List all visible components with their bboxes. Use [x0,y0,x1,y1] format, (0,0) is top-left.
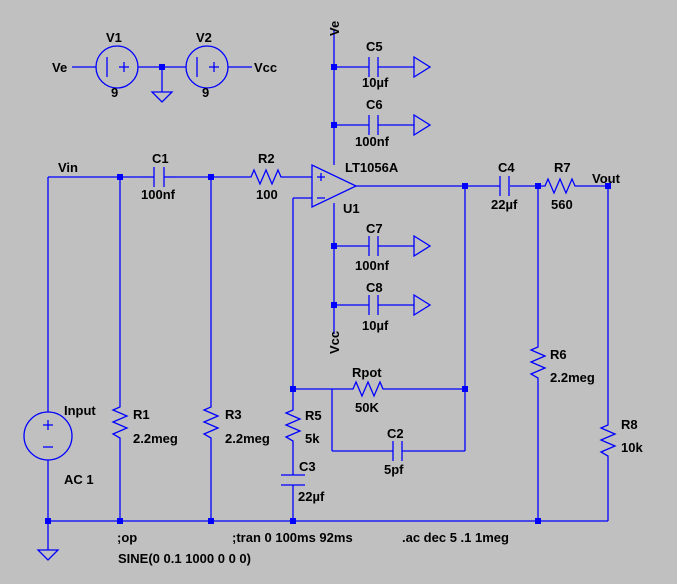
r5-resistor-symbol [284,405,302,447]
r6-resistor-symbol [529,342,547,384]
r7-resistor-symbol [540,177,580,195]
c4-capacitor-symbol [496,176,510,196]
r8-ref-label: R8 [621,417,638,432]
ground-icon [413,293,432,317]
r2-resistor-symbol [246,168,286,186]
r6-ref-label: R6 [550,347,567,362]
ground-icon [413,55,432,79]
v2-value-label: 9 [202,85,209,100]
c6-value-label: 100nf [355,134,390,149]
r6-value-label: 2.2meg [550,370,595,385]
c1-value-label: 100nf [141,187,176,202]
ground-icon [37,541,59,561]
r7-value-label: 560 [551,197,573,212]
v2-ref-label: V2 [196,30,212,45]
directive-ac: .ac dec 5 .1 1meg [402,530,509,545]
net-label-vout: Vout [592,171,621,186]
c2-value-label: 5pf [384,462,404,477]
directive-tran: ;tran 0 100ms 92ms [232,530,353,545]
ground-icon [413,234,432,258]
r1-value-label: 2.2meg [133,431,178,446]
wires [47,30,609,542]
c5-capacitor-symbol [368,57,379,77]
v1-ref-label: V1 [106,30,122,45]
r1-resistor-symbol [111,402,129,444]
c6-ref-label: C6 [366,97,383,112]
r8-resistor-symbol [599,420,617,462]
c8-capacitor-symbol [368,295,379,315]
c4-ref-label: C4 [498,160,515,175]
c7-ref-label: C7 [366,221,383,236]
r2-ref-label: R2 [258,151,275,166]
u1-value-label: LT1056A [345,160,399,175]
input-source-symbol [23,411,73,461]
r5-value-label: 5k [305,431,320,446]
r3-resistor-symbol [202,402,220,444]
c3-value-label: 22µf [298,489,325,504]
c7-capacitor-symbol [368,236,379,256]
v1-source-symbol [95,45,139,89]
u1-opamp-symbol [311,163,358,209]
c5-value-label: 10µf [362,75,389,90]
c7-value-label: 100nf [355,258,390,273]
net-label-vin: Vin [58,160,78,175]
net-label-vcc-vertical: Vcc [327,331,342,354]
c1-capacitor-symbol [142,167,176,187]
input-waveform-label: SINE(0 0.1 1000 0 0 0) [118,551,251,566]
c2-ref-label: C2 [387,426,404,441]
r5-ref-label: R5 [305,408,322,423]
c8-ref-label: C8 [366,280,383,295]
ground-icon [151,83,173,103]
r3-value-label: 2.2meg [225,431,270,446]
v2-source-symbol [185,45,229,89]
directive-op: ;op [117,530,137,545]
net-label-vcc: Vcc [254,60,277,75]
c8-value-label: 10µf [362,318,389,333]
c2-capacitor-symbol [392,441,403,461]
r1-ref-label: R1 [133,407,150,422]
c4-value-label: 22µf [491,197,518,212]
input-ref-label: Input [64,403,96,418]
r3-ref-label: R3 [225,407,242,422]
c5-ref-label: C5 [366,39,383,54]
junction-dots [45,64,611,524]
net-label-ve: Ve [52,60,67,75]
rpot-ref-label: Rpot [352,365,382,380]
c6-capacitor-symbol [368,115,379,135]
rpot-resistor-symbol [348,380,388,398]
u1-ref-label: U1 [343,201,360,216]
v1-value-label: 9 [111,85,118,100]
c1-ref-label: C1 [152,151,169,166]
r7-ref-label: R7 [554,160,571,175]
c3-ref-label: C3 [299,459,316,474]
c3-capacitor-symbol [281,474,305,486]
net-label-ve-vertical: Ve [327,21,342,36]
input-value-label: AC 1 [64,472,94,487]
r2-value-label: 100 [256,187,278,202]
ground-icon [413,113,432,137]
r8-value-label: 10k [621,440,643,455]
rpot-value-label: 50K [355,400,379,415]
